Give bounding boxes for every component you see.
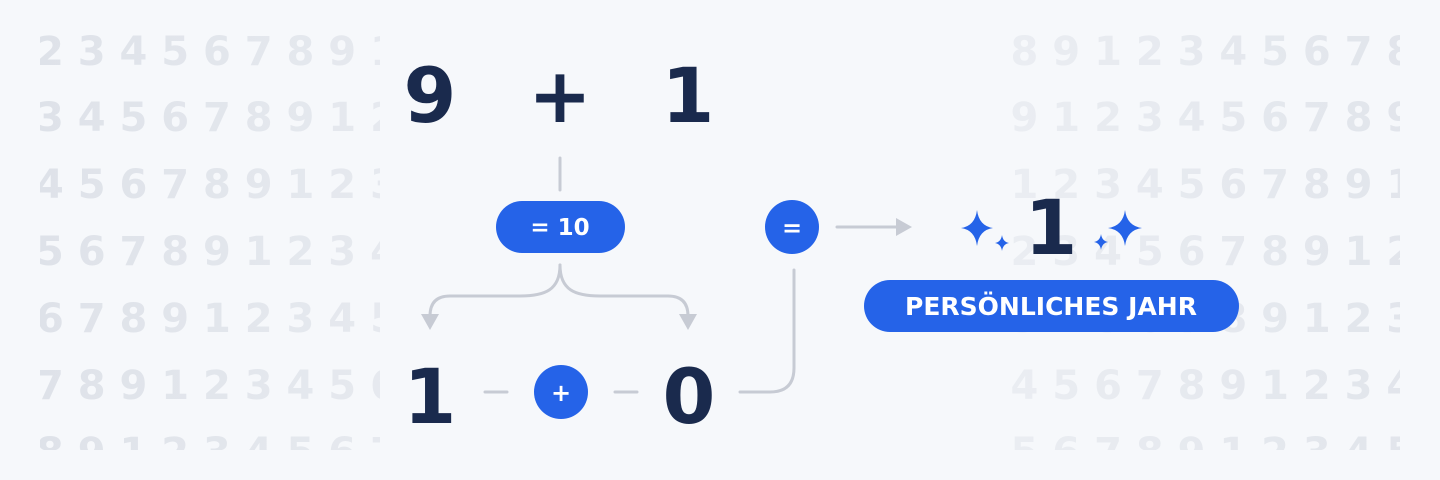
bg-row-5: 6 7 8 9 1 2 3 4 5 6 7 8 9 1 2 3 4 5 6 <box>36 296 815 342</box>
connector-branch-right <box>558 263 690 320</box>
digit-one: 1 <box>404 352 457 441</box>
arrowhead-right <box>679 314 697 330</box>
bg-row-2-right: 3 4 5 6 7 8 9 1 2 3 4 5 6 7 8 9 1 2 3 <box>760 95 1440 141</box>
digit-zero: 0 <box>663 352 716 441</box>
bg-row-4: 5 6 7 8 9 1 2 3 4 5 6 7 8 9 1 2 3 4 5 <box>36 229 815 275</box>
connector-branch-left <box>428 263 562 320</box>
bg-row-7: 8 9 1 2 3 4 5 6 7 8 9 1 2 3 4 5 6 7 8 <box>36 430 815 476</box>
left-operand: 9 <box>404 51 457 140</box>
bg-row-2: 3 4 5 6 7 8 9 1 2 3 4 5 6 7 8 9 1 2 3 <box>36 95 815 141</box>
plus-circle-label: + <box>551 379 571 407</box>
bg-row-3: 4 5 6 7 8 9 1 2 3 4 5 6 7 8 9 1 2 3 4 <box>36 162 815 208</box>
sum-pill-label: = 10 <box>530 215 589 241</box>
bg-row-6: 7 8 9 1 2 3 4 5 6 7 8 9 1 2 3 4 5 6 7 <box>36 363 815 409</box>
bg-row-3-right: 4 5 6 7 8 9 1 2 3 4 5 6 7 8 9 1 2 3 4 <box>760 162 1440 208</box>
result-number: 1 <box>1025 183 1078 272</box>
result-label: PERSÖNLICHES JAHR <box>905 291 1197 321</box>
bg-row-1: 2 3 4 5 6 7 8 9 1 2 3 4 5 6 7 8 9 1 2 <box>36 29 815 75</box>
right-operand: 1 <box>662 51 715 140</box>
plus-operator: + <box>528 51 592 140</box>
arrowhead-result <box>896 218 912 236</box>
sum-pill <box>496 201 625 253</box>
result-label-pill <box>864 280 1239 332</box>
sparkle-icon-left <box>961 210 1009 251</box>
background-digits-left: 2 3 4 5 6 7 8 9 1 2 3 4 5 6 7 8 9 1 2 3 … <box>36 29 815 476</box>
sparkle-icon-right <box>1094 210 1142 250</box>
bg-row-7-right: 8 9 1 2 3 4 5 6 7 8 9 1 2 3 4 5 6 7 8 <box>760 430 1440 476</box>
plus-circle <box>534 365 588 419</box>
equals-circle <box>765 200 819 254</box>
bg-row-4-right: 5 6 7 8 9 1 2 3 4 5 6 7 8 9 1 2 3 4 5 <box>760 229 1440 275</box>
bg-row-6-right: 7 8 9 1 2 3 4 5 6 7 8 9 1 2 3 4 5 6 7 <box>760 363 1440 409</box>
connector-to-equals <box>738 268 796 394</box>
bg-row-1-right: 2 3 4 5 6 7 8 9 1 2 3 4 5 6 7 8 9 1 2 <box>760 29 1440 75</box>
background-digits-right: 2 3 4 5 6 7 8 9 1 2 3 4 5 6 7 8 9 1 2 3 … <box>760 29 1440 476</box>
equals-label: = <box>782 214 802 242</box>
connector-lines <box>421 156 912 394</box>
arrowhead-left <box>421 314 439 330</box>
